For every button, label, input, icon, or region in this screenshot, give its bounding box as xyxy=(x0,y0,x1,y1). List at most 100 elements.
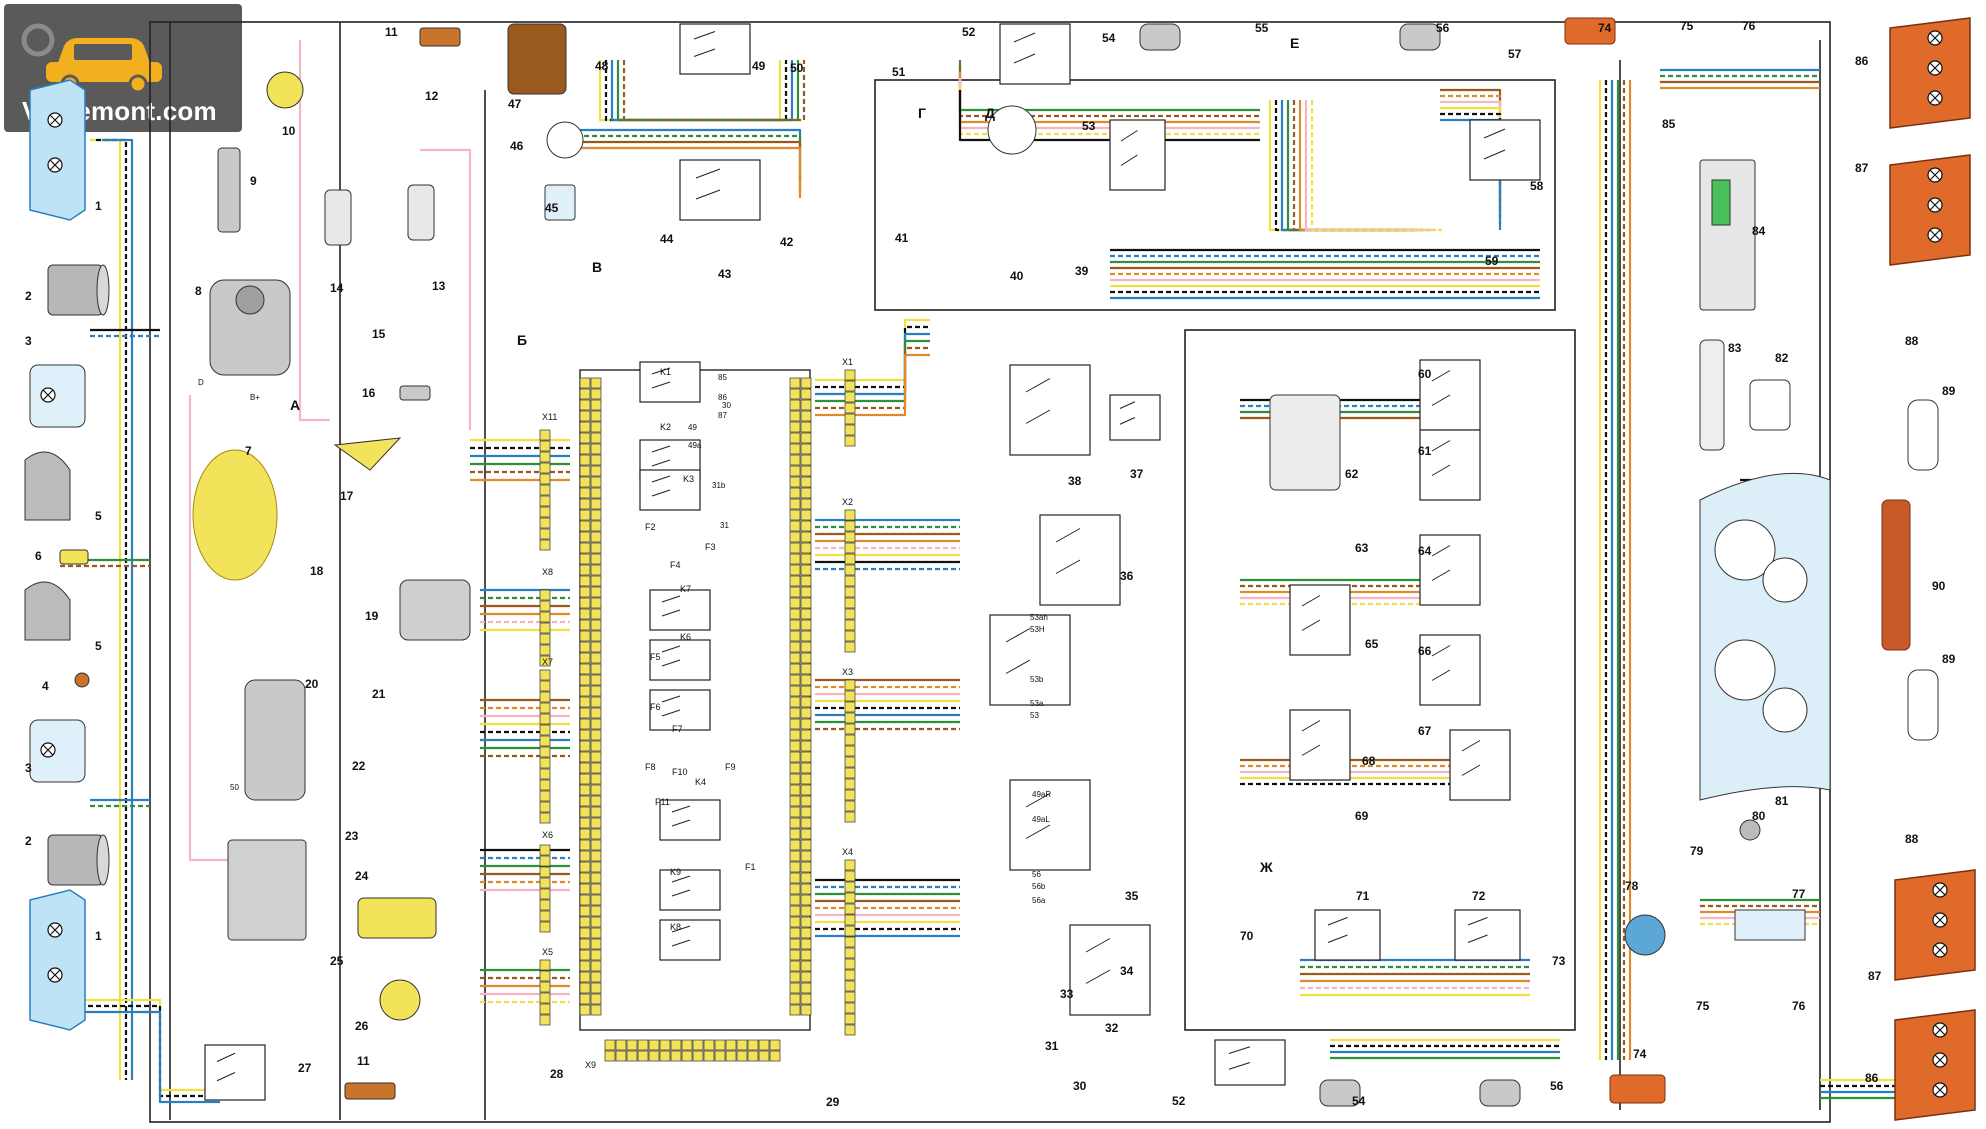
component-number-44: 44 xyxy=(660,232,674,246)
component-number-56: 56 xyxy=(1550,1079,1564,1093)
switch-68 xyxy=(1289,709,1351,781)
component-number-14: 14 xyxy=(330,281,344,295)
wire-pink-feed xyxy=(298,40,330,422)
component-number-51: 51 xyxy=(892,65,906,79)
component-number-34: 34 xyxy=(1120,964,1134,978)
component-number-80: 80 xyxy=(1752,809,1766,823)
horn-left xyxy=(24,451,71,521)
wire-bundle-strand xyxy=(815,325,930,389)
switch-60 xyxy=(1419,359,1481,431)
relay-label: K1 xyxy=(660,367,671,377)
terminal-label: 56b xyxy=(1032,882,1046,891)
terminal-label: 56 xyxy=(1032,870,1041,879)
relay-in-block xyxy=(649,589,711,631)
relay-label: K7 xyxy=(680,584,691,594)
component-number-24: 24 xyxy=(355,869,369,883)
sensor-4 xyxy=(74,672,90,688)
lamp-17 xyxy=(333,437,402,471)
component-number-63: 63 xyxy=(1355,541,1369,555)
component-number-74: 74 xyxy=(1633,1047,1647,1061)
hazard-relay-44 xyxy=(679,159,761,221)
component-number-40: 40 xyxy=(1010,269,1024,283)
component-number-2: 2 xyxy=(25,289,32,303)
heater-motor xyxy=(507,23,567,95)
component-number-7: 7 xyxy=(245,444,252,458)
washer-motor-13 xyxy=(407,184,435,241)
component-number-41: 41 xyxy=(895,231,909,245)
component-number-28: 28 xyxy=(550,1067,564,1081)
terminal-label: 53 xyxy=(1030,711,1039,720)
component-number-56: 56 xyxy=(1436,21,1450,35)
block-connector-label: X2 xyxy=(842,497,853,507)
car-icon xyxy=(21,23,162,94)
component-number-55: 55 xyxy=(1255,21,1269,35)
component-number-67: 67 xyxy=(1418,724,1432,738)
wire-bundle-strand xyxy=(80,1010,220,1104)
component-number-33: 33 xyxy=(1060,987,1074,1001)
terminal-label: 53b xyxy=(1030,675,1044,684)
terminal-label: 31 xyxy=(720,521,729,530)
wire-bundle-strand xyxy=(1440,112,1502,224)
switch-11-top xyxy=(419,27,461,47)
rear-light-87-bottom xyxy=(1894,869,1976,981)
fuse-label: F9 xyxy=(725,762,736,772)
wiper-motor xyxy=(399,579,471,641)
connector-x3 xyxy=(844,679,856,823)
component-number-48: 48 xyxy=(595,59,609,73)
relay-37 xyxy=(1109,394,1161,441)
switch-62 xyxy=(1269,394,1341,491)
window-switch-72 xyxy=(1454,909,1521,961)
component-number-86: 86 xyxy=(1865,1071,1879,1085)
fuse-label: F1 xyxy=(745,862,756,872)
rear-light-86-top xyxy=(1889,17,1971,129)
fuse-label: F5 xyxy=(650,652,661,662)
lamp-82 xyxy=(1749,379,1791,431)
fuse-label: F8 xyxy=(645,762,656,772)
component-number-5: 5 xyxy=(95,509,102,523)
connector-x7 xyxy=(539,669,551,824)
component-number-13: 13 xyxy=(432,279,446,293)
terminal-label: 56a xyxy=(1032,896,1046,905)
motor-54-top xyxy=(1139,23,1181,51)
sensor-78 xyxy=(1624,914,1666,956)
component-number-43: 43 xyxy=(718,267,732,281)
component-number-46: 46 xyxy=(510,139,524,153)
fog-lamp-right xyxy=(29,719,86,783)
connector-letter-label: А xyxy=(290,397,300,413)
rear-light-87-top xyxy=(1889,154,1971,266)
horn-right xyxy=(24,581,71,641)
control-unit-58 xyxy=(1469,119,1541,181)
switch-35 xyxy=(1009,779,1091,871)
component-number-54: 54 xyxy=(1102,31,1116,45)
fuse-label: F4 xyxy=(670,560,681,570)
component-number-78: 78 xyxy=(1625,879,1639,893)
lamp-89-top xyxy=(1907,399,1939,471)
door-motor-52-bottom xyxy=(1214,1039,1286,1086)
component-number-88: 88 xyxy=(1905,832,1919,846)
fuse-label: F3 xyxy=(705,542,716,552)
component-number-65: 65 xyxy=(1365,637,1379,651)
display-83 xyxy=(1699,339,1725,451)
wire-bundle-strand xyxy=(815,339,930,403)
component-number-68: 68 xyxy=(1362,754,1376,768)
component-number-45: 45 xyxy=(545,201,559,215)
wire-bundle-strand xyxy=(1292,100,1424,232)
lamp-45 xyxy=(544,184,576,221)
relay-in-block xyxy=(639,361,701,403)
component-number-82: 82 xyxy=(1775,351,1789,365)
component-number-2: 2 xyxy=(25,834,32,848)
connector-x1 xyxy=(844,369,856,447)
component-number-69: 69 xyxy=(1355,809,1369,823)
connector-x5 xyxy=(539,959,551,1026)
fuse-label: F7 xyxy=(672,724,683,734)
oil-pressure-sensor xyxy=(399,385,431,401)
component-number-20: 20 xyxy=(305,677,319,691)
side-lamp-90 xyxy=(1881,499,1911,651)
wire-bundle-strand xyxy=(1280,100,1412,232)
component-number-9: 9 xyxy=(250,174,257,188)
harness-frame xyxy=(149,21,1831,1123)
mounting-block-pins-right xyxy=(789,377,812,1016)
component-number-87: 87 xyxy=(1855,161,1869,175)
instrument-cluster-81 xyxy=(1699,472,1831,801)
sensor-9 xyxy=(217,147,241,233)
